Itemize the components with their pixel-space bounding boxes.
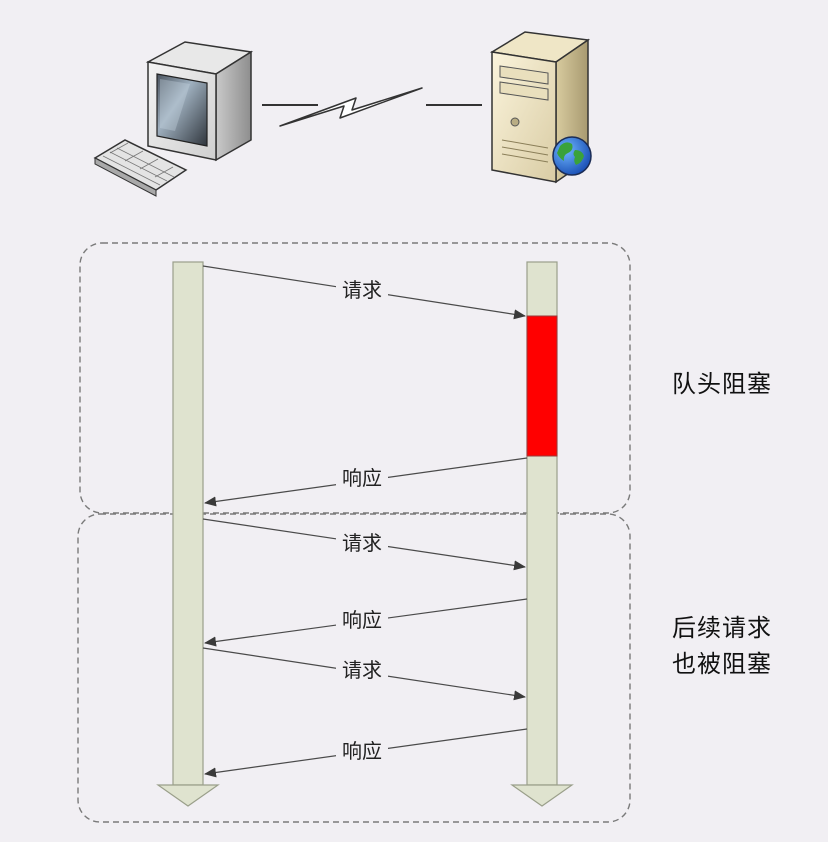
blocked-processing-bar (526, 315, 558, 457)
desktop-computer-icon (93, 41, 254, 197)
client-lifeline (156, 261, 220, 807)
message-request-3: 请求 (202, 647, 526, 701)
message-response-1: 响应 (204, 457, 528, 507)
annotation-text: 队头阻塞 (672, 370, 772, 398)
group-box-head-of-line (79, 242, 631, 514)
message-label: 响应 (342, 739, 382, 763)
message-response-2: 响应 (204, 598, 528, 647)
message-label: 请求 (342, 278, 382, 302)
annotation-subsequent-blocked: 后续请求 也被阻塞 (672, 610, 822, 682)
annotation-text-line1: 后续请求 (672, 614, 772, 642)
annotation-head-of-line-blocking: 队头阻塞 (672, 366, 822, 402)
message-label: 响应 (342, 608, 382, 632)
message-request-2: 请求 (202, 518, 526, 571)
message-label: 请求 (342, 531, 382, 555)
lightning-link-icon (262, 87, 482, 127)
message-response-3: 响应 (204, 728, 528, 778)
group-box-subsequent-requests (77, 513, 631, 823)
message-label: 响应 (342, 466, 382, 490)
annotation-text-line2: 也被阻塞 (672, 650, 772, 678)
message-label: 请求 (342, 658, 382, 682)
server-globe-icon (489, 31, 592, 184)
message-request-1: 请求 (202, 265, 526, 320)
